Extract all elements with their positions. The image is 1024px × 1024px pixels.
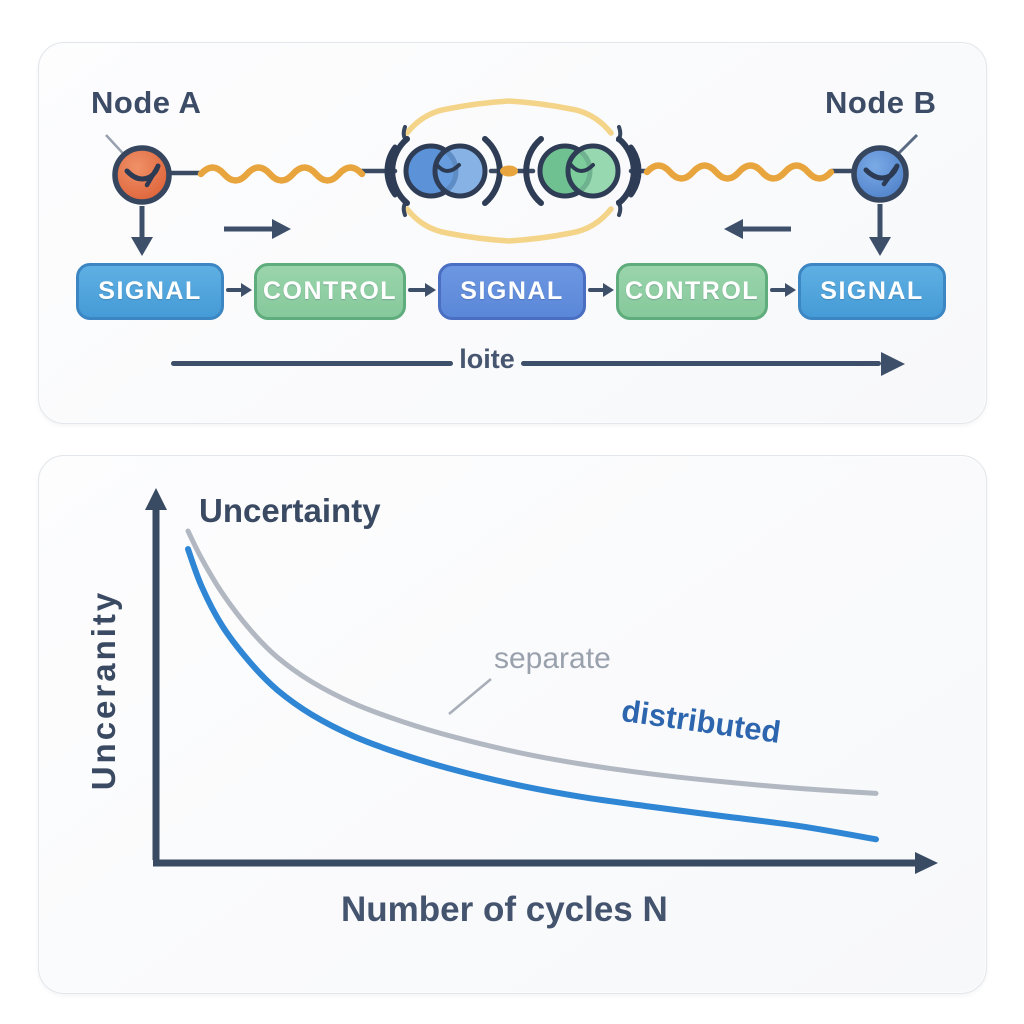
signal-box-3-label: SIGNAL — [820, 277, 924, 305]
chart-title: Uncertainty — [199, 492, 381, 529]
separate-curve — [185, 528, 879, 796]
signal-box-2-label: SIGNAL — [460, 277, 564, 305]
clock-node-b-icon — [851, 133, 919, 203]
signal-box-3: SIGNAL — [798, 263, 946, 320]
photon-wavy-line-left — [197, 164, 366, 184]
entanglement-envelope-arcs — [404, 98, 614, 244]
control-box-1-label: CONTROL — [262, 277, 398, 305]
flow-arrowhead-icon — [881, 352, 905, 376]
y-axis-arrowhead-icon — [145, 488, 167, 510]
node-a-label: Node A — [91, 85, 202, 120]
control-box-2-label: CONTROL — [624, 277, 760, 305]
box-arrow-4 — [770, 283, 796, 297]
arrow-right-small — [224, 219, 291, 239]
distributed-curve — [185, 546, 879, 843]
uncertainty-chart-panel: Uncertainty Unceranity separate distribu… — [38, 455, 987, 994]
x-axis-label: Number of cycles N — [341, 890, 668, 929]
quantum-network-diagram-panel: Node A Node B — [38, 42, 987, 424]
chart-axes — [145, 488, 938, 874]
arrow-left-small — [724, 219, 791, 239]
shared-photon-dot — [500, 165, 518, 177]
box-arrow-1 — [226, 283, 252, 297]
signal-box-2: SIGNAL — [438, 263, 586, 320]
entangled-pair-green — [523, 136, 642, 206]
flow-arrow-line-right — [521, 361, 881, 366]
y-axis-label: Unceranity — [85, 589, 122, 791]
entangled-pair-blue — [384, 136, 503, 206]
signal-box-1: SIGNAL — [76, 263, 224, 320]
separate-curve-pointer-line — [448, 678, 492, 715]
box-arrow-2 — [408, 283, 436, 297]
separate-series-label: separate — [494, 642, 611, 675]
photon-wavy-line-right — [643, 162, 835, 182]
flow-arrow-label: loite — [459, 344, 515, 374]
signal-box-1-label: SIGNAL — [98, 277, 202, 305]
arrow-down-node-b — [869, 204, 891, 256]
control-box-1: CONTROL — [254, 263, 406, 320]
arrow-down-node-a — [131, 206, 153, 256]
uncertainty-chart-artwork — [145, 488, 938, 874]
flow-arrow-line-left — [171, 361, 453, 366]
node-b-label: Node B — [825, 85, 937, 120]
x-axis-arrowhead-icon — [915, 852, 938, 874]
control-box-2: CONTROL — [616, 263, 768, 320]
network-diagram-artwork — [105, 98, 919, 256]
clock-node-a-icon — [105, 134, 172, 205]
box-arrow-3 — [588, 283, 614, 297]
